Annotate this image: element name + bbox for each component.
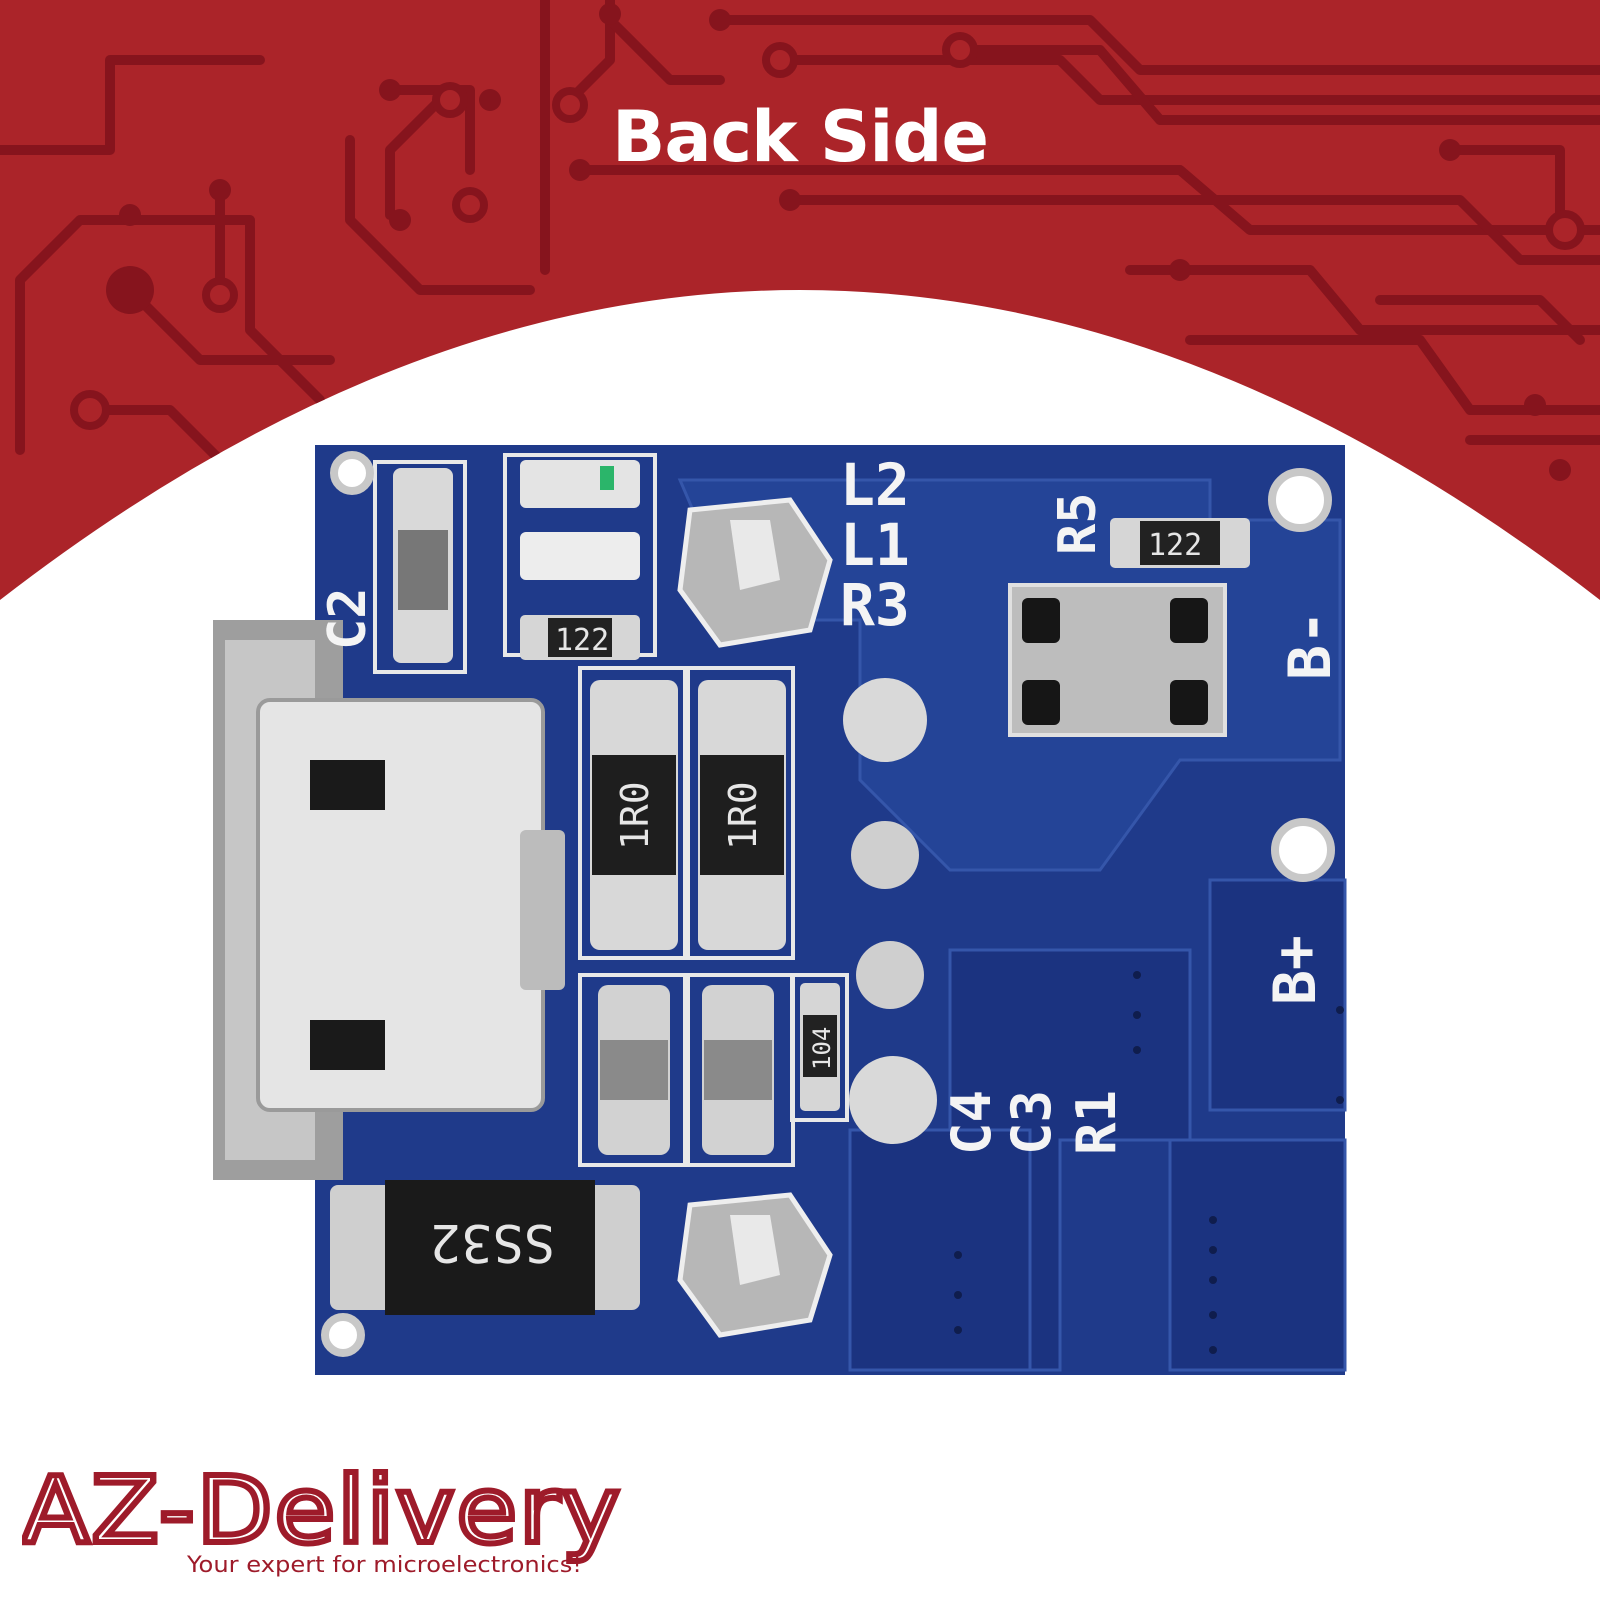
- component-marking: 122: [555, 623, 609, 658]
- page-title: Back Side: [612, 96, 989, 178]
- component-marking: 1R0: [721, 781, 765, 850]
- component-marking: 122: [1148, 528, 1202, 563]
- silk-label: R5: [1048, 492, 1108, 555]
- micro-usb-connector: [213, 620, 565, 1180]
- component-marking: 1R0: [613, 781, 657, 850]
- silk-label: R1: [1065, 1090, 1128, 1155]
- silk-label: L2: [840, 451, 910, 519]
- silk-label: L1: [840, 511, 910, 579]
- brand-logo-text: AZ-Delivery: [22, 1460, 622, 1564]
- az-delivery-logo: AZ-Delivery Your expert for microelectro…: [22, 1460, 623, 1578]
- circuit-header-background: [0, 0, 1600, 600]
- silk-label: C2: [318, 587, 378, 650]
- silk-label: R3: [840, 571, 910, 639]
- pcb-board: [213, 445, 1347, 1375]
- brand-tagline: Your expert for microelectronics!: [186, 1553, 582, 1578]
- silk-label: C3: [1000, 1090, 1063, 1155]
- component-marking: 104: [808, 1027, 836, 1070]
- silk-label: B-: [1276, 610, 1344, 680]
- silk-label: B+: [1261, 935, 1329, 1005]
- silk-label: C4: [940, 1090, 1003, 1155]
- component-marking: SS32: [430, 1212, 555, 1272]
